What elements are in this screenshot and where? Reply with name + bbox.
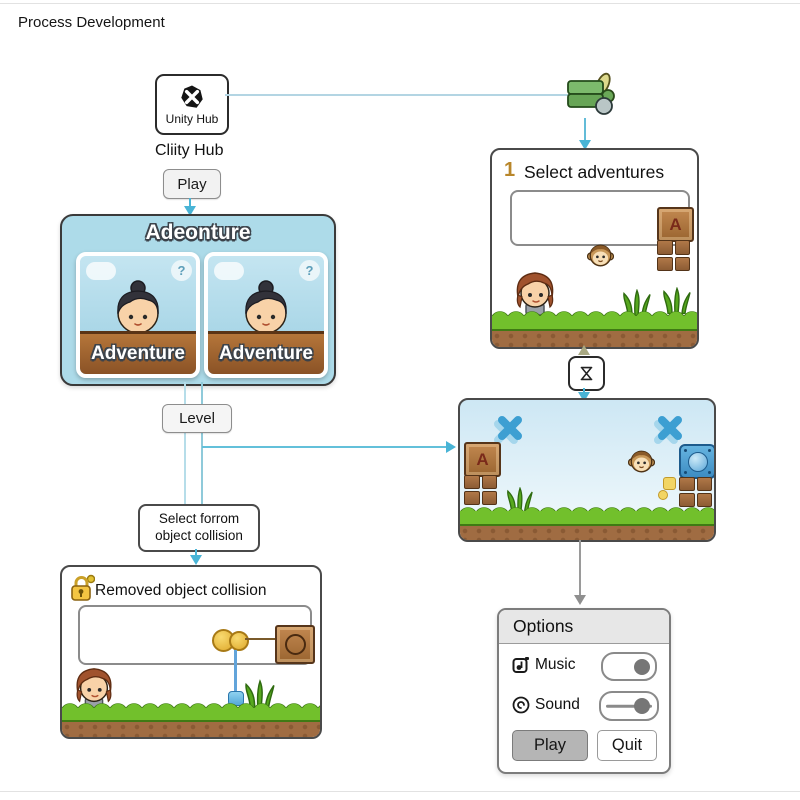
brick-blocks (657, 240, 690, 271)
music-label: Music (535, 656, 576, 673)
card-plank: Adventure (208, 331, 324, 374)
blue-button-block (679, 444, 714, 479)
coin-icon (229, 631, 249, 651)
toggle-knob[interactable] (634, 658, 650, 675)
x-mark-icon (652, 414, 684, 446)
flow-line-right (201, 382, 203, 505)
options-title: Options (513, 616, 574, 636)
options-panel: Options Music Sound Play Quit (497, 608, 671, 774)
empty-field (78, 605, 312, 665)
collision-down-line (195, 549, 197, 557)
play-button[interactable]: Play (163, 169, 221, 199)
select-adventures-title: Select adventures (524, 162, 665, 182)
asset-down-line (584, 118, 586, 142)
ground (460, 503, 714, 540)
level-to-scene-arrowhead (446, 441, 456, 453)
top-divider (0, 3, 800, 4)
adventure-card-label: Adventure (219, 343, 313, 364)
select-collision-line1: Select forrom (158, 511, 240, 527)
options-quit-button[interactable]: Quit (597, 730, 657, 761)
select-adventures-panel: 1 Select adventures A (490, 148, 699, 349)
play-down-arrowhead (184, 206, 196, 216)
slider-knob[interactable] (634, 698, 650, 714)
pulley-rope-line (245, 638, 277, 640)
asset-sprite-icon (566, 72, 618, 118)
scene-to-options-line (579, 540, 581, 597)
collision-down-arrowhead (190, 555, 202, 565)
crate-circle-mark (284, 634, 306, 655)
scene-to-options-arrowhead (574, 595, 586, 605)
bottom-divider (0, 791, 800, 792)
cloud-icon (86, 262, 116, 280)
asset-down-arrowhead (579, 140, 591, 150)
options-play-button[interactable]: Play (512, 730, 588, 761)
coin-icon (658, 490, 668, 500)
pulley-crate (275, 625, 315, 664)
question-badge: ? (299, 260, 320, 281)
card-plank: Adventure (80, 331, 196, 374)
hourglass-down-arrowhead (578, 392, 590, 402)
letter-crate: A (464, 442, 501, 477)
clity-hub-caption: Cliity Hub (155, 142, 224, 159)
removed-panel-title: Removed object collision (95, 582, 267, 599)
cloud-icon (214, 262, 244, 280)
music-toggle[interactable] (601, 652, 657, 681)
unity-logo-icon (179, 84, 205, 110)
hub-to-asset-line (225, 94, 568, 96)
unity-hub-label: Unity Hub (165, 111, 219, 126)
adventure-panel-title: Adeonture (145, 221, 251, 244)
unity-hub-node[interactable]: Unity Hub (155, 74, 229, 135)
hourglass-icon (578, 365, 595, 382)
monkey-head-icon (627, 449, 656, 474)
hourglass-node (568, 356, 605, 391)
select-collision-line2: object collision (155, 528, 243, 543)
level-button[interactable]: Level (162, 404, 232, 433)
x-mark-icon (492, 414, 524, 446)
game-scene-panel: A (458, 398, 716, 542)
adventure-card-1[interactable]: ? Adventure (76, 252, 200, 378)
sound-icon (512, 696, 530, 714)
drop-line (234, 650, 237, 693)
question-badge: ? (171, 260, 192, 281)
monkey-head-icon (586, 243, 615, 268)
options-header: Options (499, 610, 669, 644)
girl-character-icon (107, 280, 169, 344)
music-icon (512, 656, 530, 674)
lock-icon (69, 574, 96, 602)
step-number: 1 (504, 159, 516, 181)
removed-collision-panel: Removed object collision (60, 565, 322, 739)
ground (492, 307, 697, 347)
level-to-scene-line (202, 446, 448, 448)
brick-blocks (464, 475, 497, 505)
adventure-card-label: Adventure (91, 343, 185, 364)
select-collision-box: Select forrom object collision (138, 504, 260, 552)
adventure-panel: Adeonture ? Adventure ? (60, 214, 336, 386)
sound-label: Sound (535, 696, 580, 713)
slider-track (606, 704, 652, 708)
letter-crate: A (657, 207, 694, 242)
ground (62, 699, 320, 737)
adventure-card-2[interactable]: ? Adventure (204, 252, 328, 378)
page-title: Process Development (18, 14, 165, 31)
sound-slider[interactable] (599, 691, 659, 721)
hourglass-down-line (583, 388, 585, 394)
coin-icon (663, 477, 676, 490)
play-down-line (189, 198, 191, 208)
up-arrowhead (578, 345, 590, 355)
flow-line-left (184, 382, 186, 505)
